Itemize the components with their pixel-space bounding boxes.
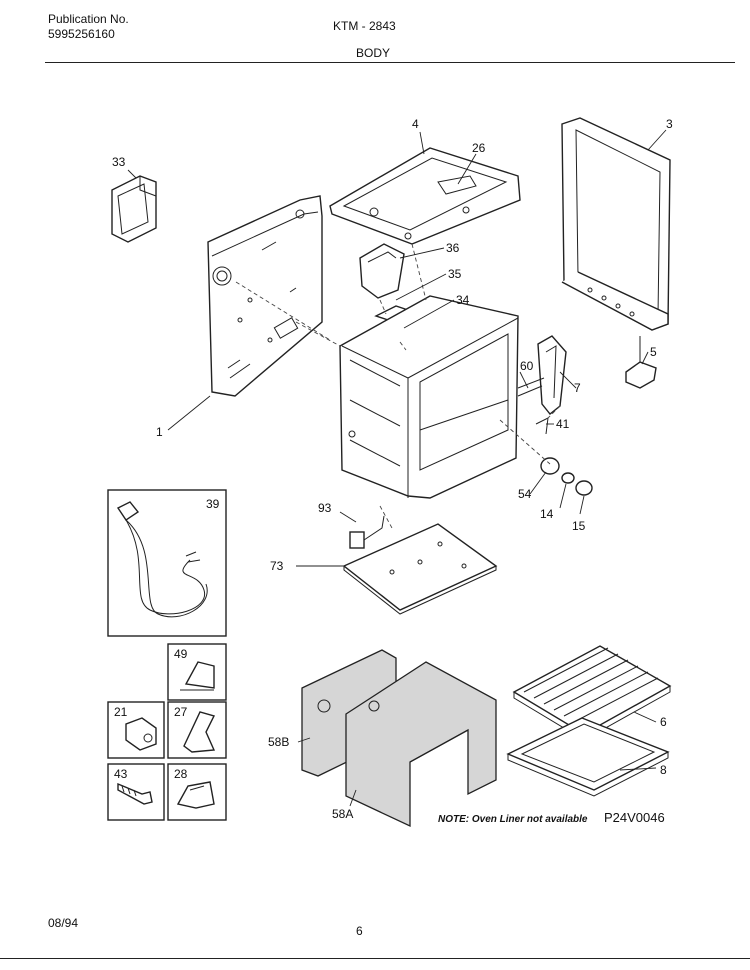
callout-1: 1 — [156, 425, 163, 439]
callout-54: 54 — [518, 487, 532, 501]
callout-15: 15 — [572, 519, 586, 533]
part-93-sensor — [349, 515, 385, 549]
part-54-bushing — [540, 457, 560, 475]
part-5-leveling-leg — [625, 336, 657, 389]
callout-28: 28 — [174, 767, 188, 781]
callout-4: 4 — [412, 117, 419, 131]
part-43-box — [107, 763, 165, 821]
oven-liner-note: NOTE: Oven Liner not available — [438, 814, 588, 825]
callout-58a: 58A — [332, 807, 353, 821]
part-28-box — [167, 763, 227, 821]
callout-93: 93 — [318, 501, 332, 515]
publication-label: Publication No. — [48, 12, 129, 26]
oven-body-frame — [339, 295, 519, 499]
drawing-code: P24V0046 — [604, 810, 665, 825]
part-1-back-panel — [207, 195, 323, 397]
part-73-bottom-panel — [342, 523, 498, 615]
header-rule — [45, 62, 735, 63]
part-21-box — [107, 701, 165, 759]
callout-39: 39 — [206, 497, 220, 511]
callout-7: 7 — [574, 381, 581, 395]
callout-14: 14 — [540, 507, 554, 521]
part-3-frame — [561, 117, 671, 331]
callout-35: 35 — [448, 267, 462, 281]
part-33-bracket — [111, 175, 157, 243]
callout-60: 60 — [520, 359, 534, 373]
page-number: 6 — [356, 924, 363, 938]
callout-3: 3 — [666, 117, 673, 131]
part-15-knob — [575, 480, 593, 496]
footer-rule — [0, 958, 750, 959]
callout-49: 49 — [174, 647, 188, 661]
part-4-top-tray — [329, 147, 521, 245]
part-7-hinge — [537, 335, 567, 415]
callout-21: 21 — [114, 705, 128, 719]
section-title: BODY — [356, 46, 391, 60]
callout-8: 8 — [660, 763, 667, 777]
part-27-box — [167, 701, 227, 759]
callout-73: 73 — [270, 559, 284, 573]
callout-41: 41 — [556, 417, 570, 431]
callout-36: 36 — [446, 241, 460, 255]
callout-26: 26 — [472, 141, 486, 155]
callout-27: 27 — [174, 705, 188, 719]
part-60-hinge-receiver — [517, 377, 545, 397]
part-8-oven-tray — [506, 717, 670, 797]
part-14-washer — [561, 472, 575, 484]
model-number: KTM - 2843 — [333, 19, 396, 33]
part-49-box — [167, 643, 227, 701]
callout-34: 34 — [456, 293, 470, 307]
callout-6: 6 — [660, 715, 667, 729]
part-41-clip — [535, 417, 549, 435]
callout-33: 33 — [112, 155, 126, 169]
callout-58b: 58B — [268, 735, 289, 749]
part-58a-insulation — [345, 661, 497, 828]
footer-date: 08/94 — [48, 916, 79, 930]
part-36-bracket — [359, 243, 405, 299]
publication-number: 5995256160 — [48, 27, 115, 41]
part-39-power-cord-box — [107, 489, 227, 637]
callout-43: 43 — [114, 767, 128, 781]
callout-5: 5 — [650, 345, 657, 359]
